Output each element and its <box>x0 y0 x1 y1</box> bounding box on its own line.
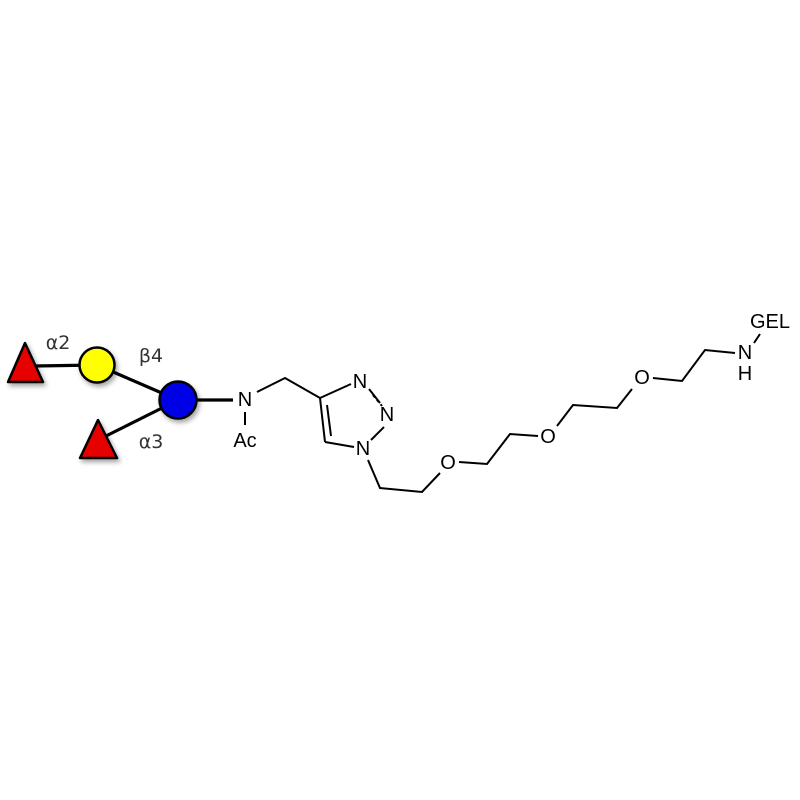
linkage-a2-label: α2 <box>46 332 71 354</box>
amine-h-label: H <box>738 363 752 385</box>
galactose-circle <box>78 346 116 384</box>
triazole-n3-label: N <box>353 371 367 393</box>
ether-o3-label: O <box>634 367 650 389</box>
fucose-a2-triangle <box>6 341 45 384</box>
linkage-a3-label: α3 <box>139 431 164 453</box>
acetyl-label: Ac <box>233 430 256 452</box>
ether-o1-label: O <box>440 452 456 474</box>
amine-n-label: N <box>738 342 752 364</box>
glcnac-circle <box>158 380 198 420</box>
triazole-n1-label: N <box>356 438 370 460</box>
amide-n-label: N <box>238 389 252 411</box>
gel-label: GEL <box>750 311 790 333</box>
triazole-n2-label: N <box>380 404 394 426</box>
skeletal-bonds <box>244 333 761 494</box>
ether-o2-label: O <box>540 426 556 448</box>
linkage-b4-label: β4 <box>139 345 163 367</box>
glycan-bonds <box>34 363 233 442</box>
fucose-a3-triangle <box>78 418 119 460</box>
